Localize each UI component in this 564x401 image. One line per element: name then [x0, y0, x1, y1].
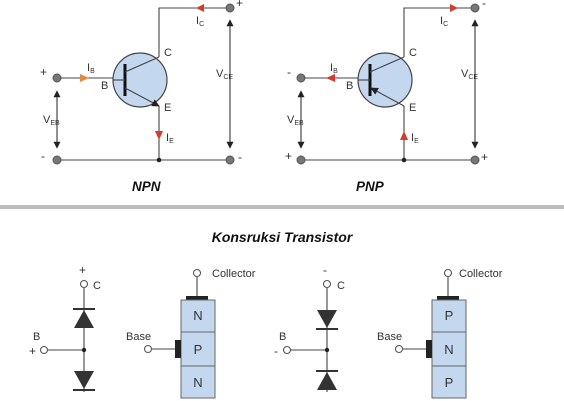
- pnp-emitter-lead: [370, 87, 405, 107]
- npn-collector-lead: [124, 56, 160, 73]
- pnp-caption: PNP: [356, 179, 385, 194]
- pnp-diode-top-sign: -: [323, 263, 327, 277]
- npn-ib-arrow: [80, 74, 89, 82]
- npn-diode-base-label: B: [33, 331, 40, 343]
- pnp-lower-diode-icon: [317, 372, 337, 390]
- npn-diode-top-sign: +: [79, 263, 86, 277]
- npn-input-minus: -: [41, 149, 45, 163]
- pnp-layer-emitter-label: P: [445, 375, 454, 390]
- pnp-ic-arrow: [450, 4, 458, 12]
- pnp-diode-collector-label: C: [337, 280, 345, 292]
- pnp-block-base-terminal: [394, 344, 404, 354]
- npn-block: N P N Collector Base: [126, 268, 256, 399]
- pnp-ib-label: IB: [330, 62, 338, 75]
- pnp-diode-base-sign: -: [274, 344, 278, 358]
- pnp-diode-base-label: B: [279, 331, 286, 343]
- pnp-emitter-wire: [301, 106, 405, 161]
- pnp-block-collector-contact: [437, 296, 459, 300]
- npn-diode-junction: [81, 347, 87, 353]
- pnp-block-base-contact: [426, 340, 432, 358]
- pnp-ic-label: IC: [440, 15, 448, 28]
- pnp-emitter-label: E: [409, 102, 416, 114]
- pnp-layer-base: [431, 331, 467, 367]
- pnp-upper-diode-icon: [317, 310, 337, 328]
- npn-block-collector-label: Collector: [212, 268, 256, 280]
- npn-layer-base-label: P: [194, 342, 203, 357]
- npn-input-plus: +: [40, 65, 47, 79]
- pnp-base-label: B: [346, 80, 353, 92]
- pnp-block-collector-label: Collector: [459, 268, 503, 280]
- npn-ie-label: IE: [166, 132, 174, 145]
- pnp-collector-lead: [369, 56, 405, 73]
- npn-diode-base-terminal: [39, 345, 49, 355]
- npn-diode-equivalent: + C B +: [29, 263, 101, 392]
- npn-junction-dot: [156, 157, 162, 163]
- construction-title: Konsruksi Transistor: [212, 229, 354, 245]
- npn-diode-collector-terminal: [79, 279, 89, 289]
- npn-collector-wire: [158, 7, 230, 57]
- npn-upper-diode-icon: [74, 310, 94, 328]
- pnp-layer-base-label: N: [444, 342, 453, 357]
- pnp-collector-terminal: [470, 3, 480, 13]
- npn-collector-label: C: [164, 47, 172, 59]
- npn-layer-collector-label: N: [193, 308, 202, 323]
- npn-layer-collector: [180, 299, 216, 333]
- npn-output-minus: -: [238, 150, 242, 164]
- npn-layer-emitter: [180, 365, 216, 399]
- pnp-ib-arrow: [326, 74, 335, 82]
- npn-emitter-wire: [57, 106, 160, 161]
- pnp-diode-base-terminal: [282, 345, 292, 355]
- pnp-diode-collector-terminal: [322, 279, 332, 289]
- pnp-output-minus: -: [482, 0, 486, 10]
- npn-ic-label: IC: [196, 15, 204, 28]
- npn-base-label: B: [101, 80, 108, 92]
- pnp-vce-label: VCE: [461, 68, 478, 81]
- npn-circuit: B C E IB IC IE VEB VCE + - + - NPN: [40, 0, 243, 194]
- npn-block-collector-contact: [186, 296, 208, 300]
- pnp-veb-label: VEB: [287, 114, 304, 127]
- npn-ic-arrow: [196, 4, 204, 12]
- pnp-ie-label: IE: [411, 132, 419, 145]
- pnp-ie-arrow: [400, 131, 408, 140]
- pnp-block: P N P Collector Base: [377, 268, 503, 399]
- npn-diode-base-sign: +: [29, 344, 36, 358]
- pnp-circuit: B C E IB IC IE VEB VCE - + - + PNP: [285, 0, 488, 194]
- npn-ib-label: IB: [87, 62, 95, 75]
- npn-veb-label: VEB: [43, 114, 60, 127]
- pnp-input-minus: -: [287, 65, 291, 79]
- section-divider: [0, 205, 564, 209]
- npn-diode-collector-label: C: [93, 280, 101, 292]
- npn-caption: NPN: [132, 179, 161, 194]
- npn-block-base-label: Base: [126, 331, 151, 343]
- npn-emitter-lead: [124, 87, 160, 107]
- pnp-base-terminal: [296, 73, 306, 83]
- npn-base-terminal: [52, 73, 62, 83]
- pnp-input-plus: +: [285, 149, 292, 163]
- npn-output-ground-terminal: [225, 155, 235, 165]
- npn-output-plus: +: [236, 0, 243, 10]
- pnp-block-base-label: Base: [377, 331, 402, 343]
- pnp-layer-collector-label: P: [445, 308, 454, 323]
- npn-emitter-label: E: [164, 102, 171, 114]
- pnp-junction-dot: [401, 157, 407, 163]
- pnp-block-collector-terminal: [443, 268, 453, 278]
- npn-layer-emitter-label: N: [193, 375, 202, 390]
- npn-input-ground-terminal: [52, 155, 62, 165]
- pnp-diode-equivalent: - C B -: [274, 263, 345, 392]
- npn-collector-terminal: [225, 3, 235, 13]
- npn-block-base-contact: [175, 340, 181, 358]
- pnp-diode-junction: [324, 347, 330, 353]
- pnp-layer-emitter: [431, 365, 467, 399]
- npn-vce-label: VCE: [216, 68, 233, 81]
- npn-ie-arrow: [155, 131, 163, 140]
- pnp-collector-label: C: [409, 47, 417, 59]
- pnp-input-ground-terminal: [296, 155, 306, 165]
- npn-lower-diode-icon: [74, 371, 94, 389]
- npn-block-collector-terminal: [192, 268, 202, 278]
- pnp-output-ground-terminal: [470, 155, 480, 165]
- npn-block-base-terminal: [143, 344, 153, 354]
- pnp-output-plus: +: [481, 150, 488, 164]
